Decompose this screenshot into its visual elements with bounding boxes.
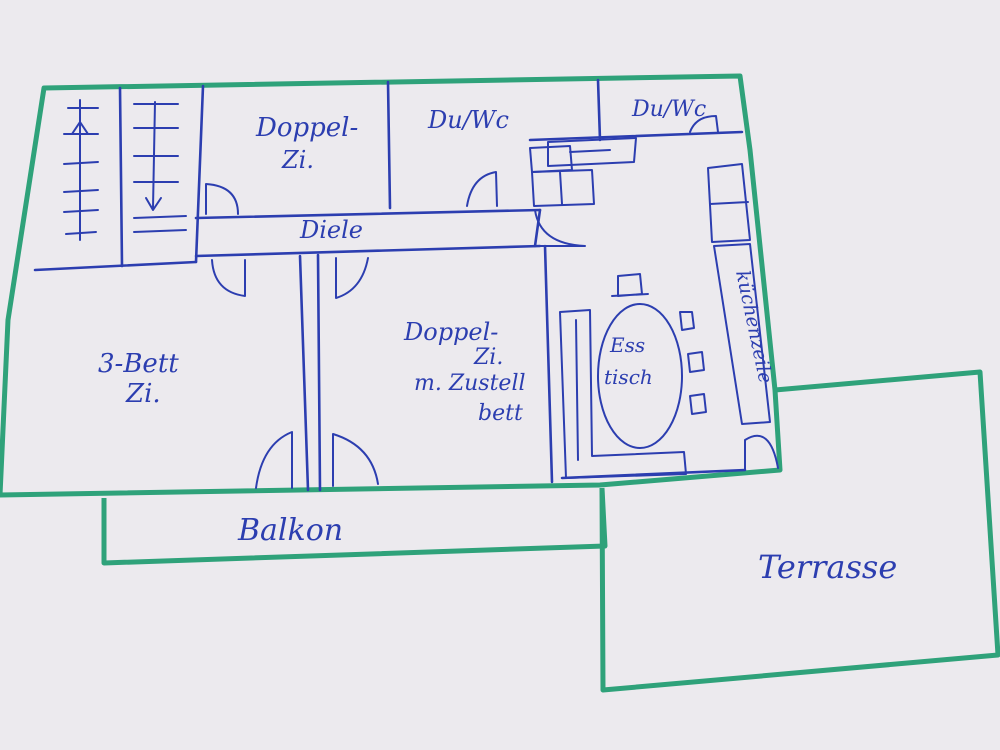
kitchen-unit-top — [547, 137, 637, 167]
door-terrace — [744, 434, 779, 471]
wall-bedrooms-left — [298, 254, 310, 492]
chair-right-3 — [689, 393, 707, 415]
label-terrasse: Terrasse — [758, 548, 897, 586]
staircase — [63, 99, 187, 241]
stair-up-treads — [63, 107, 99, 235]
kitchen-counter — [713, 243, 771, 425]
label-3bett-2: Zi. — [125, 379, 161, 409]
kitchen-block-2 — [531, 169, 595, 207]
chair-top — [611, 273, 649, 297]
doors — [205, 115, 779, 489]
label-balkon: Balkon — [237, 513, 343, 548]
label-diele: Diele — [299, 216, 363, 244]
label-3bett-1: 3-Bett — [98, 349, 179, 379]
wall-stair-bottom — [33, 260, 198, 272]
bench — [559, 309, 687, 479]
wall-diele-bottom — [194, 244, 542, 258]
wall-stair-divider — [118, 86, 124, 268]
label-esstisch-2: tisch — [604, 365, 653, 389]
door-doppel-zi — [205, 183, 239, 215]
door-kitchen — [534, 209, 586, 247]
label-esstisch-1: Ess — [609, 333, 645, 357]
door-duwc-2 — [689, 115, 719, 133]
label-du-wc-1: Du/Wc — [427, 106, 509, 134]
door-balcony-left — [255, 431, 293, 489]
stair-down-treads — [133, 103, 187, 233]
dining-table — [597, 303, 683, 449]
door-duwc-1 — [466, 171, 498, 207]
house-outline — [0, 73, 783, 498]
wall-kitchen-top — [528, 130, 744, 142]
arrow-down-icon — [145, 197, 162, 211]
wall-doppel-duwc — [386, 80, 392, 210]
wall-bedrooms-right — [316, 253, 322, 492]
arrow-up-icon — [71, 121, 89, 135]
kitchen-fittings — [529, 137, 771, 425]
door-doppel-zustell — [335, 257, 369, 299]
wall-diele-top — [194, 208, 542, 220]
door-3bett — [211, 259, 246, 297]
wall-duwc-duwc — [596, 78, 602, 142]
label-doppel-zustell-4: bett — [478, 401, 523, 426]
wall-diele-end — [533, 208, 542, 248]
label-doppel-zustell-3: m. Zustell — [414, 371, 526, 396]
wall-bedroom-kitchen — [543, 244, 554, 484]
label-du-wc-2: Du/Wc — [631, 97, 706, 122]
label-doppel-zi-2: Zi. — [281, 146, 314, 174]
label-doppel-zustell-1: Doppel- — [403, 318, 498, 346]
outer-walls — [0, 73, 1000, 693]
door-balcony-right — [332, 433, 379, 487]
label-doppel-zustell-2: Zi. — [473, 345, 503, 370]
dining-set — [559, 273, 707, 479]
chair-right-1 — [679, 311, 695, 331]
terrace-outline — [599, 369, 1000, 693]
wall-stair-right — [194, 84, 205, 264]
kitchen-block-right — [707, 163, 751, 243]
label-doppel-zi-1: Doppel- — [255, 113, 358, 143]
chair-right-2 — [687, 351, 705, 373]
